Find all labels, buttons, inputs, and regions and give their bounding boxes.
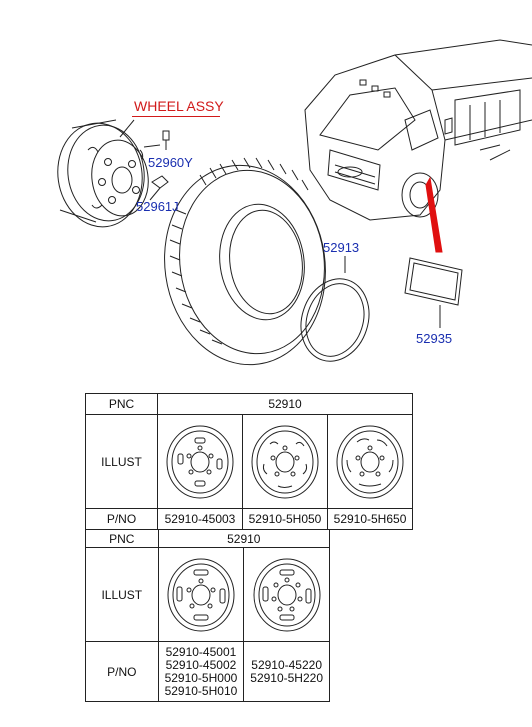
part-number[interactable]: 52910-45220 xyxy=(251,657,322,672)
pnc-header: PNC xyxy=(85,529,159,548)
part-number-cell[interactable]: 52910-5H650 xyxy=(326,508,414,530)
wheel-illustration[interactable] xyxy=(157,414,243,509)
pnc-value[interactable]: 52910 xyxy=(157,529,331,548)
tire-flap-ring-drawing xyxy=(300,256,370,362)
table-row: PNC 52910 xyxy=(85,529,331,548)
part-number-cell[interactable]: 52910-45001 52910-45002 52910-5H000 5291… xyxy=(157,641,245,702)
pnc-value[interactable]: 52910 xyxy=(156,393,414,415)
callout-nut[interactable]: 52961J xyxy=(136,199,179,214)
part-number[interactable]: 52910-45001 xyxy=(165,644,237,659)
part-number[interactable]: 52910-45002 xyxy=(165,657,237,672)
table-row: P/NO 52910-45001 52910-45002 52910-5H000… xyxy=(85,641,330,702)
wheel-illustration[interactable] xyxy=(157,547,245,642)
truck-drawing xyxy=(304,39,532,221)
pno-header: P/NO xyxy=(85,508,158,530)
part-number-cell[interactable]: 52910-45220 52910-5H220 xyxy=(243,641,330,702)
pnc-header: PNC xyxy=(85,393,158,415)
table-row: PNC 52910 xyxy=(85,393,414,415)
table-row: P/NO 52910-45003 52910-5H050 52910-5H650 xyxy=(85,508,414,530)
callout-plate[interactable]: 52935 xyxy=(416,331,453,346)
wheel-nut-drawing xyxy=(149,175,169,201)
wheel-assy-underline xyxy=(132,116,220,117)
wheel-rim-drawing xyxy=(57,119,149,228)
location-pointer-arrow xyxy=(425,176,443,253)
part-number-cell[interactable]: 52910-45003 xyxy=(157,508,243,530)
part-number-cell[interactable]: 52910-5H050 xyxy=(242,508,328,530)
part-number[interactable]: 52910-5H220 xyxy=(250,670,323,685)
callout-valve[interactable]: 52960Y xyxy=(148,155,193,170)
pno-header: P/NO xyxy=(85,641,159,702)
wheel-illustration[interactable] xyxy=(242,414,328,509)
table-row: ILLUST xyxy=(85,414,414,509)
parts-table-2: PNC 52910 ILLUST xyxy=(85,529,331,702)
wheel-illustration[interactable] xyxy=(326,414,414,509)
exploded-parts-diagram xyxy=(57,39,532,366)
wheel-illustration[interactable] xyxy=(243,547,330,642)
illust-header: ILLUST xyxy=(85,547,159,642)
valve-stem-drawing xyxy=(143,130,170,150)
callout-ring[interactable]: 52913 xyxy=(323,240,360,255)
part-number[interactable]: 52910-5H010 xyxy=(164,683,238,698)
label-plate-drawing xyxy=(404,257,463,328)
part-number[interactable]: 52910-5H000 xyxy=(164,670,238,685)
wheel-assy-label: WHEEL ASSY xyxy=(134,98,224,114)
parts-table-1: PNC 52910 ILLUST xyxy=(85,393,414,530)
illust-header: ILLUST xyxy=(85,414,158,509)
table-row: ILLUST xyxy=(85,547,330,642)
tire-drawing xyxy=(164,157,326,366)
